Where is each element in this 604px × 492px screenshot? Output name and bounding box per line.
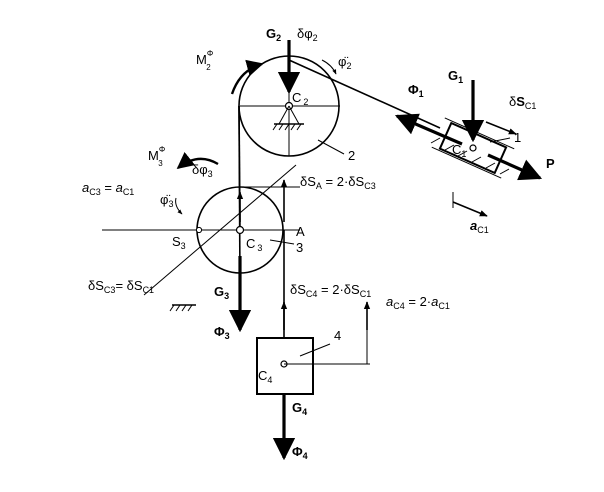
- label-body-4: 4: [334, 328, 341, 343]
- label-phi4: Φ4: [292, 444, 308, 461]
- label-s3: S3: [172, 234, 186, 251]
- label-ds-c4: δSC4 = 2·δSC1: [290, 282, 371, 299]
- label-c4: C4: [258, 368, 272, 385]
- label-dphi3: δφ3: [192, 162, 213, 179]
- label-p: P: [546, 156, 555, 171]
- label-ds-c1: δSC1: [509, 94, 536, 111]
- label-body-3: 3: [296, 240, 303, 255]
- label-dphi2: δφ2: [297, 26, 318, 43]
- label-g4: G4: [292, 400, 307, 417]
- label-phi1: Φ1: [408, 82, 424, 99]
- label-a-c4: aC4 = 2·aC1: [386, 294, 450, 311]
- label-phi3: Φ3: [214, 324, 230, 341]
- label-g2: G2: [266, 26, 281, 43]
- label-body-2: 2: [348, 148, 355, 163]
- label-body-1: 1: [514, 130, 521, 145]
- label-a: A: [296, 224, 305, 239]
- label-phi2-accel: φ̈2: [338, 54, 351, 71]
- arrows: [175, 40, 543, 461]
- label-g1: G1: [448, 68, 463, 85]
- label-ds-a: δSA = 2·δSC3: [300, 174, 376, 191]
- label-c1: C1: [452, 142, 466, 159]
- label-a-c1: aC1: [470, 218, 489, 235]
- label-ds-c3: δSC3= δSC1: [88, 278, 154, 295]
- label-a-c3: aC3 = aC1: [82, 180, 134, 197]
- leaders: [269, 137, 511, 357]
- label-phi3-accel: φ̈3: [160, 192, 173, 209]
- block-4: [256, 305, 370, 395]
- label-g3: G3: [214, 284, 229, 301]
